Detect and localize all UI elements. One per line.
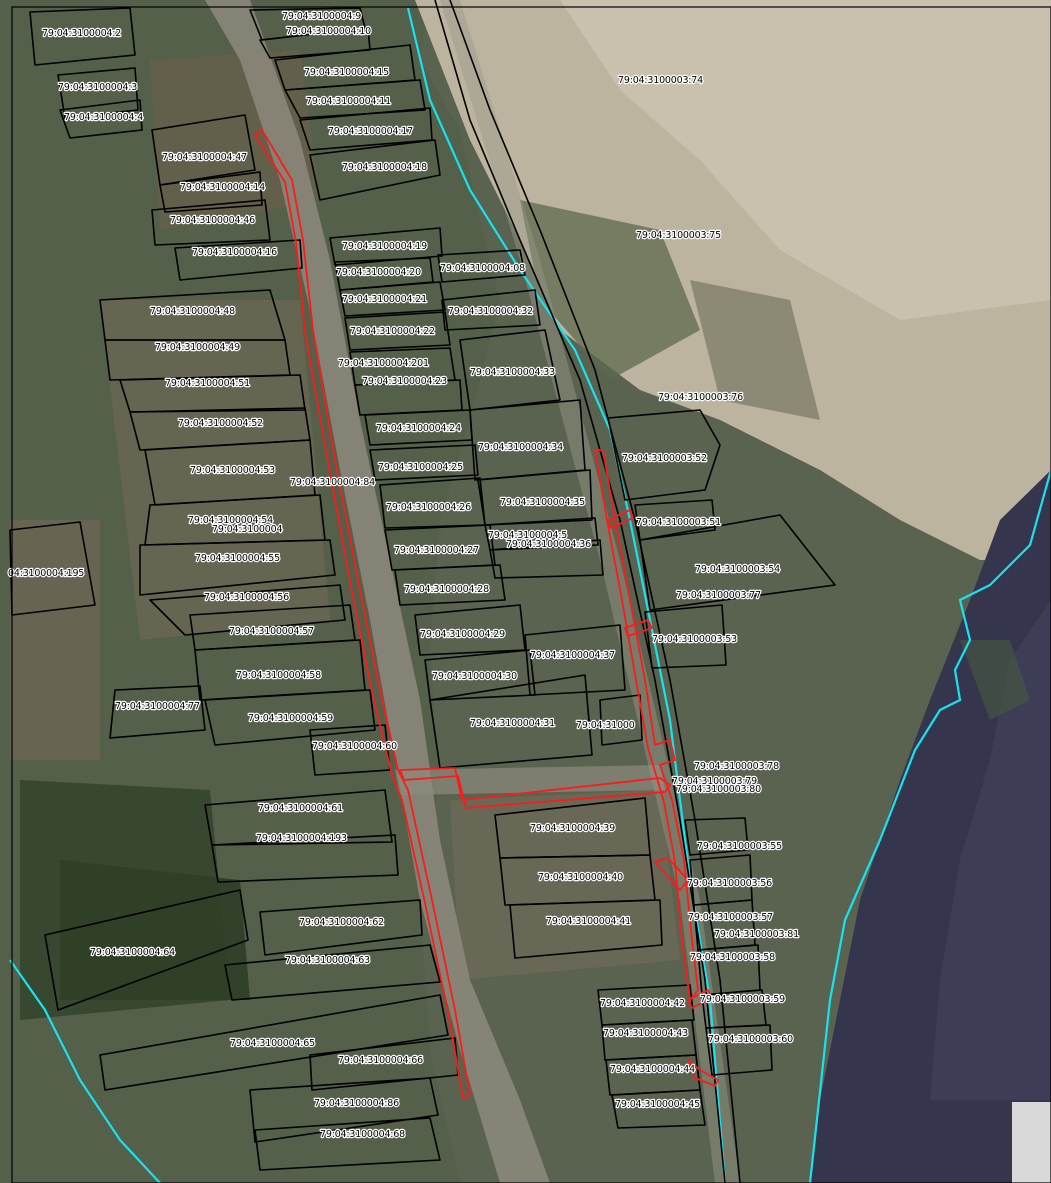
parcel-label[interactable]: 79:04:3100003:60	[707, 1033, 795, 1046]
parcel-label[interactable]: 79:04:3100004:52	[177, 417, 265, 430]
parcel-label[interactable]: 79:04:3100004:11	[305, 95, 393, 108]
parcel-label[interactable]: 79:04:3100003:54	[694, 563, 782, 576]
parcel-label[interactable]: 79:04:3100003:51	[635, 516, 723, 529]
parcel-label[interactable]: 79:04:3100004:19	[341, 240, 429, 253]
parcel-label[interactable]: 79:04:3100004:5	[487, 529, 569, 542]
parcel-label[interactable]: 79:04:3100003:55	[696, 840, 784, 853]
parcel-label[interactable]: 79:04:3100004:16	[191, 246, 279, 259]
parcel-label[interactable]: 79:04:3100004:68	[319, 1128, 407, 1141]
parcel-label[interactable]: 79:04:3100003:81	[713, 928, 801, 941]
parcel-label[interactable]: 79:04:3100004:35	[499, 496, 587, 509]
parcel-label[interactable]: 79:04:3100004:14	[179, 181, 267, 194]
parcel-label[interactable]: 79:04:3100004:77	[114, 700, 202, 713]
parcel-label[interactable]: 79:04:3100004:34	[477, 441, 565, 454]
parcel-label[interactable]: 79:04:3100004:9	[281, 10, 363, 23]
parcel-label[interactable]: 79:04:3100004:47	[161, 151, 249, 164]
parcel-label[interactable]: 79:04:3100004:58	[235, 669, 323, 682]
parcel-label[interactable]: 79:04:3100003:79	[671, 775, 759, 788]
parcel-label[interactable]: 79:04:3100004:61	[257, 802, 345, 815]
parcel-label[interactable]: 79:04:3100003:52	[621, 452, 709, 465]
parcel-label[interactable]: 79:04:3100004:08	[439, 262, 527, 275]
parcel-label[interactable]: 79:04:3100004:46	[169, 214, 257, 227]
parcel-label[interactable]: 79:04:3100004:201	[337, 357, 431, 370]
parcel-label[interactable]: 79:04:3100004:54	[187, 514, 275, 527]
parcel-label[interactable]: 79:04:3100003:56	[686, 877, 774, 890]
parcel-label[interactable]: 79:04:3100004:60	[311, 740, 399, 753]
parcel-label[interactable]: 79:04:3100004:3	[57, 81, 139, 94]
parcel-label[interactable]: 79:04:3100004:66	[337, 1054, 425, 1067]
parcel-label[interactable]: 79:04:3100004:23	[361, 375, 449, 388]
parcel-label[interactable]: 79:04:3100004:193	[255, 832, 349, 845]
parcel-label[interactable]: 79:04:3100004	[211, 523, 284, 536]
parcel-label[interactable]: 79:04:3100004:84	[289, 476, 377, 489]
parcel-label[interactable]: 79:04:3100004:25	[377, 461, 465, 474]
parcel-label[interactable]: 79:04:3100004:2	[41, 27, 123, 40]
parcel-label[interactable]: 79:04:3100003:74	[617, 74, 705, 87]
parcel-label[interactable]: 79:04:3100004:17	[327, 125, 415, 138]
parcel-label[interactable]: 79:04:3100003:80	[675, 783, 763, 796]
parcel-label[interactable]: 79:04:3100004:29	[419, 628, 507, 641]
parcel-label[interactable]: 79:04:3100004:40	[537, 871, 625, 884]
parcel-label[interactable]: 79:04:31000	[575, 719, 636, 732]
parcel-label[interactable]: 79:04:3100004:36	[505, 538, 593, 551]
parcel-label[interactable]: 04:3100004:195	[7, 567, 86, 580]
parcel-label[interactable]: 79:04:3100004:28	[403, 583, 491, 596]
parcel-label[interactable]: 79:04:3100004:27	[393, 544, 481, 557]
parcel-label[interactable]: 79:04:3100004:59	[247, 712, 335, 725]
parcel-label[interactable]: 79:04:3100004:10	[285, 25, 373, 38]
parcel-label[interactable]: 79:04:3100004:42	[599, 997, 687, 1010]
parcel-label[interactable]: 79:04:3100004:62	[298, 916, 386, 929]
parcel-label[interactable]: 79:04:3100003:75	[635, 229, 723, 242]
parcel-label[interactable]: 79:04:3100004:51	[164, 377, 252, 390]
parcel-label[interactable]: 79:04:3100003:58	[689, 951, 777, 964]
parcel-label[interactable]: 79:04:3100004:57	[228, 625, 316, 638]
parcel-label[interactable]: 79:04:3100004:43	[602, 1027, 690, 1040]
parcel-label[interactable]: 79:04:3100004:4	[63, 111, 145, 124]
parcel-label[interactable]: 79:04:3100004:33	[469, 366, 557, 379]
parcel-label[interactable]: 79:04:3100004:21	[341, 293, 429, 306]
parcel-label[interactable]: 79:04:3100004:39	[529, 822, 617, 835]
parcel-label[interactable]: 79:04:3100004:49	[154, 341, 242, 354]
parcel-label[interactable]: 79:04:3100004:53	[189, 464, 277, 477]
parcel-label[interactable]: 79:04:3100004:44	[609, 1063, 697, 1076]
parcel-label[interactable]: 79:04:3100003:77	[675, 589, 763, 602]
parcel-label[interactable]: 79:04:3100004:26	[385, 501, 473, 514]
parcel-label[interactable]: 79:04:3100003:76	[657, 391, 745, 404]
parcel-label[interactable]: 79:04:3100003:53	[651, 633, 739, 646]
parcel-labels: 79:04:3100004:2 79:04:3100004:3 79:04:31…	[7, 10, 801, 1141]
parcel-label[interactable]: 79:04:3100004:15	[303, 66, 391, 79]
parcel-label[interactable]: 79:04:3100004:64	[89, 946, 177, 959]
parcel-label[interactable]: 79:04:3100004:30	[431, 670, 519, 683]
parcel-label[interactable]: 79:04:3100004:32	[447, 305, 535, 318]
parcel-label[interactable]: 79:04:3100003:57	[687, 911, 775, 924]
parcel-label[interactable]: 79:04:3100004:31	[469, 717, 557, 730]
parcel-label[interactable]: 79:04:3100004:18	[341, 161, 429, 174]
parcel-boundaries	[9, 7, 836, 1171]
parcel-label[interactable]: 79:04:3100004:48	[149, 305, 237, 318]
parcel-label[interactable]: 79:04:3100004:24	[375, 422, 463, 435]
parcel-label[interactable]: 79:04:3100004:56	[203, 591, 291, 604]
parcel-label[interactable]: 79:04:3100004:37	[529, 649, 617, 662]
parcel-label[interactable]: 79:04:3100003:78	[693, 760, 781, 773]
parcel-label[interactable]: 79:04:3100004:20	[335, 266, 423, 279]
parcel-label[interactable]: 79:04:3100004:86	[313, 1097, 401, 1110]
parcel-label[interactable]: 79:04:3100004:55	[194, 552, 282, 565]
parcel-label[interactable]: 79:04:3100004:63	[284, 954, 372, 967]
map-frame	[11, 6, 1051, 1183]
parcel-label[interactable]: 79:04:3100003:59	[699, 993, 787, 1006]
parcel-label[interactable]: 79:04:3100004:22	[349, 325, 437, 338]
parcel-label[interactable]: 79:04:3100004:45	[614, 1098, 702, 1111]
parcel-label[interactable]: 79:04:3100004:65	[229, 1037, 317, 1050]
red-corridor	[254, 129, 719, 1099]
parcel-label[interactable]: 79:04:3100004:41	[545, 915, 633, 928]
